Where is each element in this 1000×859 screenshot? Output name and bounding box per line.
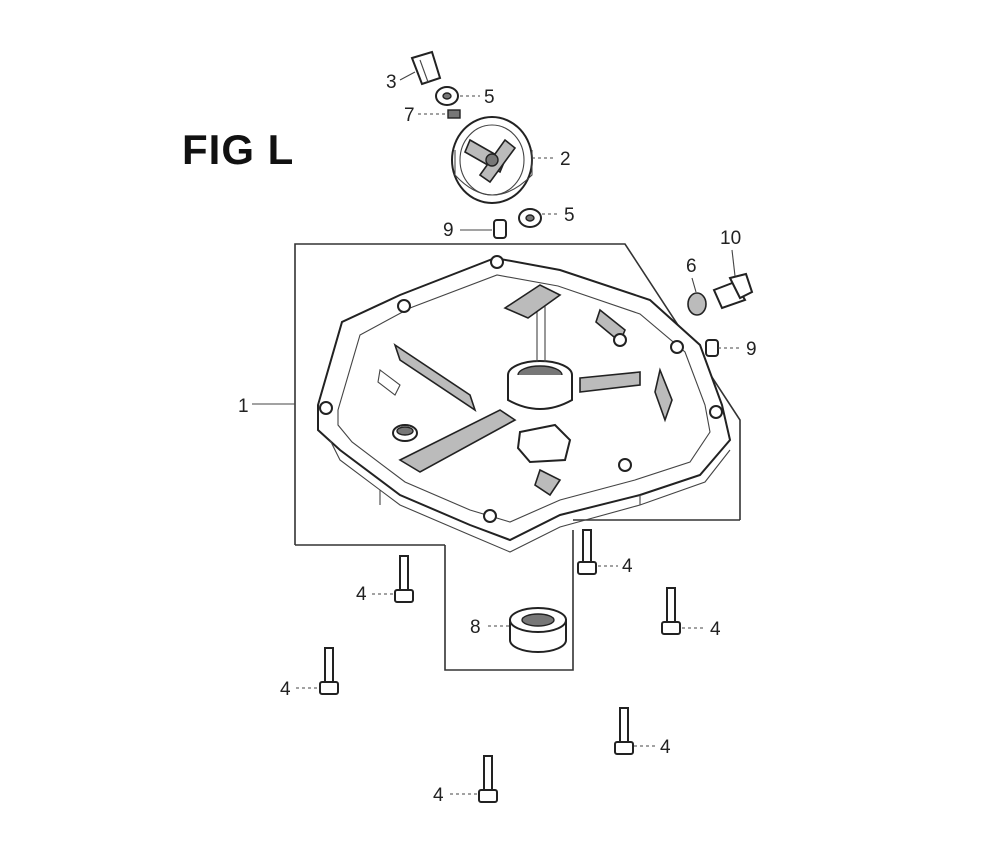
assembly-bracket	[294, 243, 741, 671]
callout-9-left: 9	[443, 220, 454, 241]
callout-3: 3	[386, 72, 397, 93]
callout-4-a: 4	[356, 584, 367, 605]
governor-gear	[451, 116, 533, 204]
callout-1: 1	[238, 396, 249, 417]
callout-2: 2	[560, 149, 571, 170]
callout-5-upper: 5	[484, 87, 495, 108]
callout-4-e: 4	[660, 737, 671, 758]
dowel-pin-right	[705, 339, 719, 357]
flange-bolt-5	[614, 707, 634, 755]
callout-8: 8	[470, 617, 481, 638]
washer-lower	[518, 208, 542, 228]
callout-4-c: 4	[710, 619, 721, 640]
drain-plug	[712, 272, 754, 310]
callout-6: 6	[686, 256, 697, 277]
leader-lines	[252, 71, 740, 795]
callout-9-right: 9	[746, 339, 757, 360]
callout-4-f: 4	[433, 785, 444, 806]
pin	[447, 109, 461, 119]
flange-bolt-2	[577, 529, 597, 575]
dowel-pin-left	[493, 219, 507, 239]
gear-shaft-bolt	[410, 50, 442, 86]
sealing-washer	[687, 292, 707, 316]
callout-7: 7	[404, 105, 415, 126]
callout-4-b: 4	[622, 556, 633, 577]
callout-labels: 3 5 7 2 5 9 10 6 9 1 4 4 4 4 4 4 8	[238, 72, 757, 806]
figure-title: FIG L	[182, 126, 295, 173]
callout-4-d: 4	[280, 679, 291, 700]
oil-seal	[509, 607, 567, 653]
washer-upper	[435, 86, 459, 106]
flange-bolt-1	[394, 555, 414, 603]
flange-bolt-4	[319, 647, 339, 695]
callout-10: 10	[720, 228, 741, 249]
flange-bolt-3	[661, 587, 681, 635]
callout-5-lower: 5	[564, 205, 575, 226]
oil-pan-case	[317, 255, 732, 553]
flange-bolt-6	[478, 755, 498, 803]
